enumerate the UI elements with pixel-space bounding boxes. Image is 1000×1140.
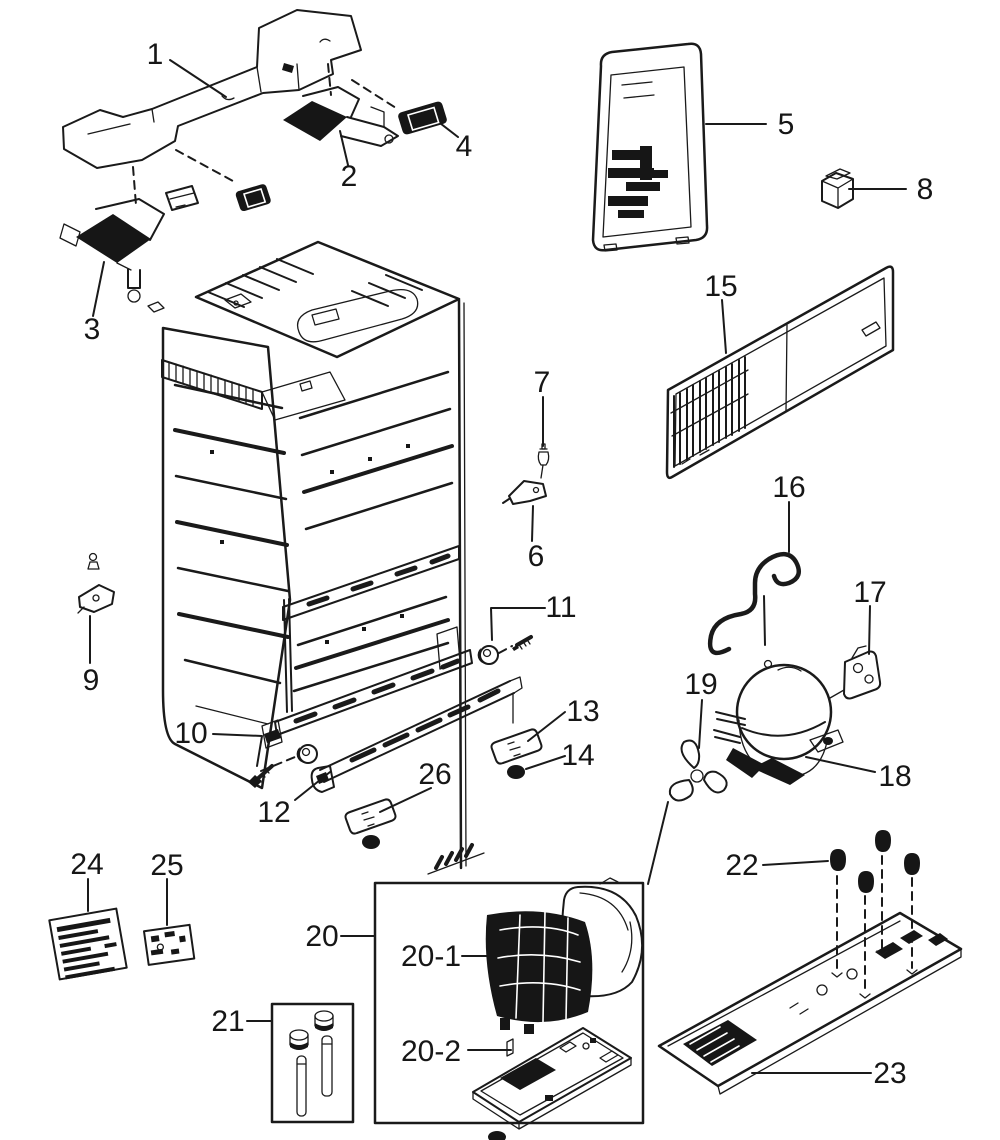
cabinet <box>147 240 485 875</box>
evaporator-assembly <box>485 877 644 1034</box>
callout-24: 24 <box>70 848 104 881</box>
hinge-assembly-left <box>59 198 165 303</box>
callout-5: 5 <box>777 108 795 141</box>
rear-lower-panel <box>665 265 895 480</box>
callout-9: 9 <box>82 664 100 697</box>
callout-12: 12 <box>257 796 291 829</box>
rear-roller-screw <box>477 635 533 665</box>
hinge-cover-left <box>235 184 271 211</box>
leveling-foot-left <box>344 798 397 849</box>
callout-13: 13 <box>566 695 600 728</box>
callout-26: 26 <box>418 758 452 791</box>
callout-14: 14 <box>561 739 595 772</box>
pcb-board <box>142 923 196 966</box>
damper-bracket <box>502 480 547 505</box>
callout-18: 18 <box>878 760 912 793</box>
callout-2: 2 <box>340 160 358 193</box>
callout-11: 11 <box>545 591 577 624</box>
callout-22: 22 <box>725 849 759 882</box>
evap-cover-panel <box>591 42 709 252</box>
suction-pipe <box>707 552 802 656</box>
front-leg-rail <box>310 676 523 793</box>
hinge-cover-right <box>398 101 447 135</box>
leader-lines <box>87 59 907 1074</box>
rubber-dampers <box>830 830 920 893</box>
callout-16: 16 <box>772 471 806 504</box>
callout-6: 6 <box>527 540 545 573</box>
accessory-box <box>270 1002 355 1124</box>
callout-10: 10 <box>174 717 208 750</box>
relay-cover-box <box>821 168 854 209</box>
sensor-clip <box>77 552 115 614</box>
callout-4: 4 <box>455 130 473 163</box>
callout-21: 21 <box>211 1005 245 1038</box>
compressor <box>713 659 844 785</box>
tray-foot <box>488 1131 506 1140</box>
callout-23: 23 <box>873 1057 907 1090</box>
callout-3: 3 <box>83 313 101 346</box>
pin-screw <box>537 443 550 479</box>
drain-tray <box>472 1027 632 1130</box>
rating-label <box>48 907 128 981</box>
leveling-foot-right <box>490 728 543 765</box>
callout-25: 25 <box>150 849 184 882</box>
callout-1: 1 <box>146 38 164 71</box>
callout-8: 8 <box>916 173 934 206</box>
hinge-assembly-right <box>283 86 399 147</box>
hinge-clip <box>165 185 199 211</box>
front-roller-bolt <box>248 744 318 788</box>
rubber-foot-right <box>507 765 525 779</box>
condenser-fan-blade <box>668 739 728 802</box>
base-plate <box>657 911 963 1095</box>
callout-15: 15 <box>704 270 738 303</box>
starter-relay <box>829 645 882 700</box>
callout-19: 19 <box>684 668 718 701</box>
top-hinge-bar <box>62 9 362 169</box>
callout-20-1: 20-1 <box>400 940 462 973</box>
callout-7: 7 <box>533 366 551 399</box>
callout-20: 20 <box>305 920 339 953</box>
callout-20-2: 20-2 <box>400 1035 462 1068</box>
callout-17: 17 <box>853 576 887 609</box>
assembly-dashed-lines <box>132 63 913 992</box>
